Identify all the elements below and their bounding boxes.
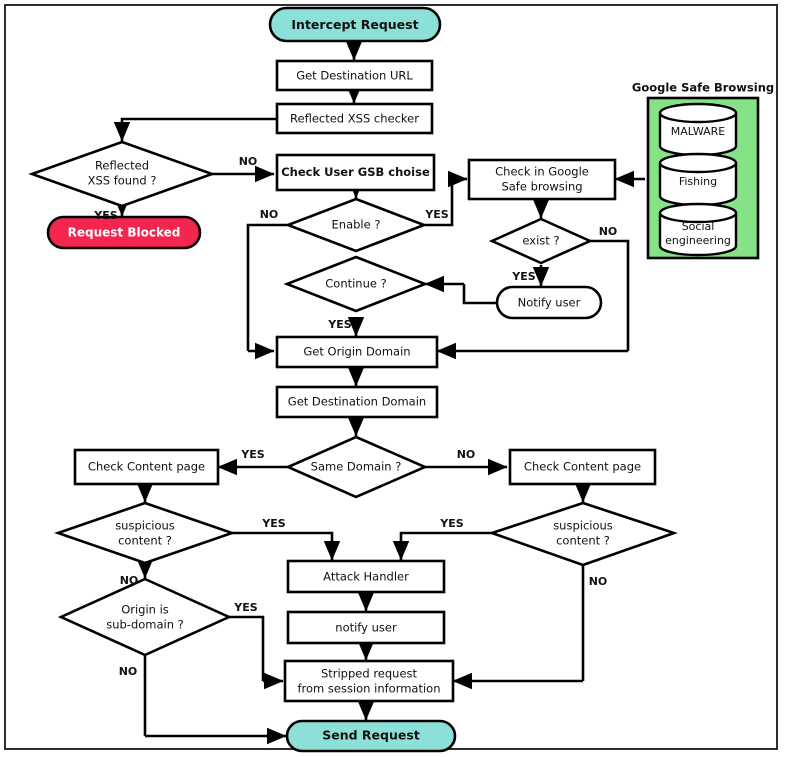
decision-reflected-xss-found-line2: XSS found ? bbox=[88, 174, 157, 188]
edge-label-same-domain-no: NO bbox=[457, 448, 476, 461]
node-intercept-request[interactable]: Intercept Request bbox=[268, 6, 442, 43]
edge-label-exist-yes: YES bbox=[511, 270, 535, 283]
edge-label-subdomain-yes: YES bbox=[233, 601, 257, 614]
node-send-request-label: Send Request bbox=[322, 728, 420, 743]
node-check-in-google-line2: Safe browsing bbox=[501, 180, 582, 194]
edge-label-xss-yes: YES bbox=[93, 209, 117, 222]
decision-continue[interactable]: Continue ? bbox=[283, 255, 429, 313]
node-attack-handler-label: Attack Handler bbox=[323, 570, 409, 584]
edge-label-same-domain-yes: YES bbox=[240, 448, 264, 461]
group-google-safe-browsing: Google Safe Browsing MALWARE Fishing Soc… bbox=[632, 81, 774, 260]
decision-enable-label: Enable ? bbox=[332, 218, 381, 232]
decision-continue-label: Continue ? bbox=[325, 277, 386, 291]
node-send-request[interactable]: Send Request bbox=[285, 719, 457, 753]
edge-label-susp-left-yes: YES bbox=[261, 517, 285, 530]
node-get-origin-domain[interactable]: Get Origin Domain bbox=[275, 335, 439, 369]
node-notify-user-top-label: Notify user bbox=[518, 296, 581, 310]
node-request-blocked-label: Request Blocked bbox=[68, 226, 181, 240]
node-check-in-google-safe-browsing[interactable]: Check in Google Safe browsing bbox=[467, 158, 617, 201]
decision-suspicious-content-right[interactable]: suspicious content ? bbox=[487, 501, 679, 567]
node-check-content-page-right[interactable]: Check Content page bbox=[508, 448, 657, 486]
node-check-in-google-line1: Check in Google bbox=[495, 165, 589, 179]
decision-suspicious-left-line2: content ? bbox=[118, 534, 172, 548]
database-malware[interactable]: MALWARE bbox=[658, 102, 738, 157]
node-check-user-gsb-choise[interactable]: Check User GSB choise bbox=[275, 153, 436, 192]
node-check-content-page-left[interactable]: Check Content page bbox=[73, 448, 220, 486]
edge-labels: NO YES NO YES NO YES YES YES NO YES NO Y… bbox=[93, 155, 617, 678]
decision-exist[interactable]: exist ? bbox=[488, 217, 594, 265]
edge-label-subdomain-no: NO bbox=[119, 665, 138, 678]
database-fishing[interactable]: Fishing bbox=[658, 152, 738, 207]
edge-label-enable-yes: YES bbox=[424, 208, 448, 221]
node-reflected-xss-checker[interactable]: Reflected XSS checker bbox=[275, 102, 434, 135]
database-social-line1: Social bbox=[682, 220, 715, 233]
decision-suspicious-right-line1: suspicious bbox=[553, 519, 613, 533]
decision-same-domain-label: Same Domain ? bbox=[311, 460, 402, 474]
connectors bbox=[113, 40, 645, 745]
node-request-blocked[interactable]: Request Blocked bbox=[46, 215, 202, 250]
decision-origin-subdomain-line1: Origin is bbox=[121, 603, 169, 617]
node-reflected-xss-checker-label: Reflected XSS checker bbox=[290, 112, 419, 126]
node-notify-user-bottom[interactable]: notify user bbox=[286, 610, 446, 645]
decision-suspicious-right-line2: content ? bbox=[556, 534, 610, 548]
node-get-destination-domain[interactable]: Get Destination Domain bbox=[275, 385, 439, 419]
edge-label-xss-no: NO bbox=[239, 155, 258, 168]
group-google-safe-browsing-title: Google Safe Browsing bbox=[632, 81, 774, 95]
edge-label-exist-no: NO bbox=[599, 225, 618, 238]
node-get-destination-url-label: Get Destination URL bbox=[296, 69, 413, 83]
decision-suspicious-content-left[interactable]: suspicious content ? bbox=[54, 501, 236, 565]
decision-origin-is-subdomain[interactable]: Origin is sub-domain ? bbox=[57, 577, 233, 657]
decision-enable[interactable]: Enable ? bbox=[284, 197, 428, 253]
database-fishing-label: Fishing bbox=[679, 175, 717, 188]
node-check-content-page-left-label: Check Content page bbox=[88, 460, 205, 474]
edge-label-continue-yes: YES bbox=[327, 318, 351, 331]
edge-label-susp-right-no: NO bbox=[589, 575, 608, 588]
node-get-origin-domain-label: Get Origin Domain bbox=[303, 345, 410, 359]
node-get-destination-domain-label: Get Destination Domain bbox=[288, 395, 426, 409]
edge-label-enable-no: NO bbox=[260, 208, 279, 221]
database-social-engineering[interactable]: Social engineering bbox=[658, 202, 738, 257]
node-stripped-request-line1: Stripped request bbox=[321, 667, 418, 681]
decision-origin-subdomain-line2: sub-domain ? bbox=[106, 618, 184, 632]
node-check-content-page-right-label: Check Content page bbox=[524, 460, 641, 474]
node-intercept-request-label: Intercept Request bbox=[291, 17, 418, 32]
decision-suspicious-left-line1: suspicious bbox=[115, 519, 175, 533]
node-stripped-request-line2: from session information bbox=[297, 682, 440, 696]
decision-reflected-xss-found-line1: Reflected bbox=[95, 159, 149, 173]
database-social-line2: engineering bbox=[665, 234, 731, 247]
database-malware-label: MALWARE bbox=[671, 125, 726, 138]
node-notify-user-bottom-label: notify user bbox=[335, 621, 397, 635]
edge-label-susp-right-yes: YES bbox=[439, 517, 463, 530]
node-notify-user-top[interactable]: Notify user bbox=[495, 285, 603, 320]
decision-reflected-xss-found[interactable]: Reflected XSS found ? bbox=[28, 140, 216, 208]
node-get-destination-url[interactable]: Get Destination URL bbox=[275, 59, 434, 92]
node-stripped-request[interactable]: Stripped request from session informatio… bbox=[283, 659, 455, 703]
node-attack-handler[interactable]: Attack Handler bbox=[286, 559, 446, 594]
node-check-user-gsb-choise-label: Check User GSB choise bbox=[281, 165, 430, 179]
decision-same-domain[interactable]: Same Domain ? bbox=[284, 435, 429, 499]
decision-exist-label: exist ? bbox=[522, 234, 559, 248]
edge-label-susp-left-no: NO bbox=[120, 574, 139, 587]
